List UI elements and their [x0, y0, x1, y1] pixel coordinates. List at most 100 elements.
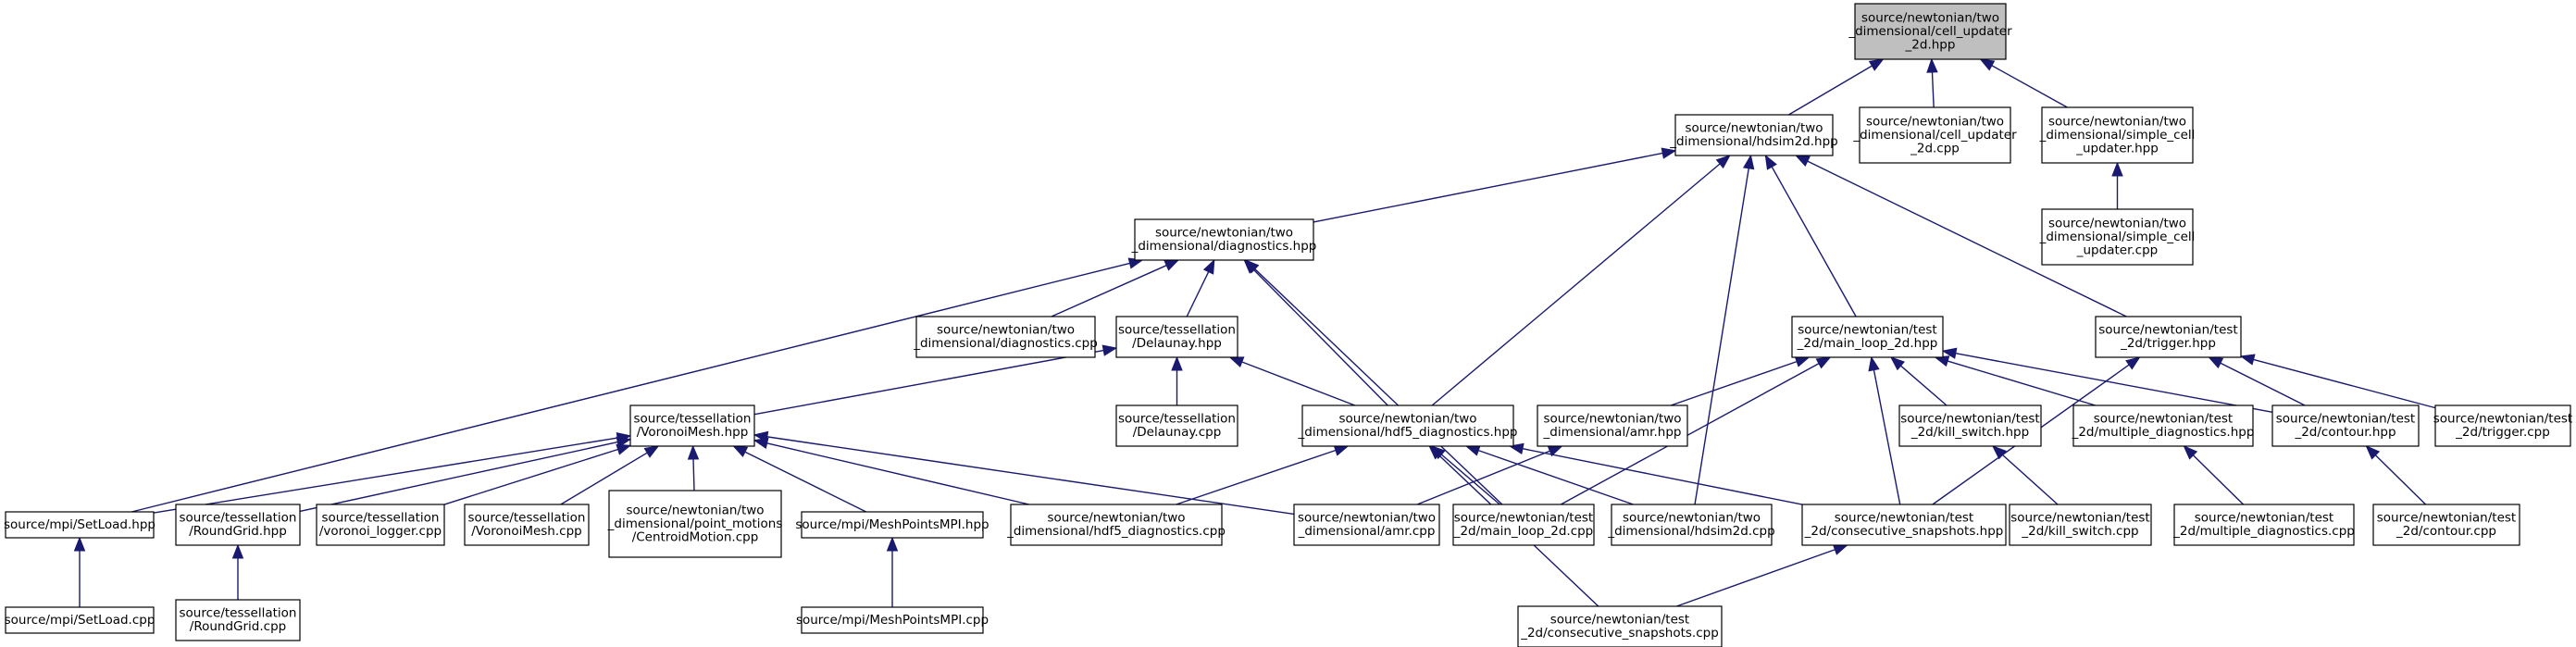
node-killswitch-cpp[interactable]: source/newtonian/test_2d/kill_switch.cpp — [2009, 504, 2152, 546]
node-label-line: source/mpi/SetLoad.cpp — [5, 613, 156, 628]
node-box — [1010, 504, 1223, 546]
nodes-layer: source/newtonian/two _dimensional/cell_up… — [4, 3, 2572, 647]
node-cu2d-cpp[interactable]: source/newtonian/two_dimensional/cell_up… — [1852, 106, 2017, 164]
node-box — [1854, 3, 2007, 60]
node-label-line: source/tessellation — [180, 511, 297, 526]
arrowhead-icon — [616, 443, 632, 455]
arrowhead-icon — [1464, 444, 1481, 456]
node-delaunay-hpp[interactable]: source/tessellation/Delaunay.hpp — [1115, 316, 1238, 358]
edge-cu2d_cpp-to-cu2d_hpp — [1931, 71, 1935, 108]
node-simple-hpp[interactable]: source/newtonian/two_dimensional/simple_… — [2039, 106, 2196, 164]
node-hdsim2d-cpp[interactable]: source/newtonian/two_dimensional/hdsim2d… — [1607, 504, 1775, 546]
node-box — [5, 606, 155, 634]
node-label-line: /Delaunay.hpp — [1132, 336, 1222, 351]
edge-hdf5_cpp-to-voronoi_hpp — [766, 442, 1029, 505]
node-voronoi-cpp[interactable]: source/tessellation/VoronoiMesh.cpp — [464, 504, 590, 546]
node-label-line: _dimensional/simple_cell — [2039, 128, 2196, 143]
edge-multidiag_cpp-to-multidiag_hpp — [2192, 454, 2245, 505]
node-label-line: source/newtonian/test — [2094, 412, 2233, 427]
arrowhead-icon — [1164, 259, 1180, 271]
node-box — [2173, 504, 2355, 546]
node-contour-hpp[interactable]: source/newtonian/test_2d/contour.hpp — [2271, 404, 2420, 447]
node-label-line: /RoundGrid.hpp — [189, 524, 287, 539]
node-setload-cpp[interactable]: source/mpi/SetLoad.cpp — [5, 606, 156, 634]
node-diag-cpp[interactable]: source/newtonian/two_dimensional/diagnos… — [913, 316, 1098, 358]
node-label-line: source/newtonian/test — [1835, 511, 1973, 526]
node-box — [1134, 218, 1314, 261]
node-label-line: source/tessellation — [180, 606, 297, 621]
node-label-line: source/newtonian/two — [1298, 511, 1436, 526]
node-label-line: _2d/consecutive_snapshots.hpp — [1804, 524, 2004, 539]
node-amr-cpp[interactable]: source/newtonian/two_dimensional/amr.cpp — [1293, 504, 1440, 546]
node-label-line: _2d/consecutive_snapshots.cpp — [1520, 626, 1719, 641]
node-amr-hpp[interactable]: source/newtonian/two_dimensional/amr.hpp — [1537, 404, 1688, 447]
node-mainloop-cpp[interactable]: source/newtonian/test_2d/main_loop_2d.cp… — [1452, 504, 1595, 546]
node-trigger-cpp[interactable]: source/newtonian/test_2d/trigger.cpp — [2433, 404, 2572, 447]
node-label-line: source/newtonian/test — [2276, 412, 2415, 427]
node-killswitch-hpp[interactable]: source/newtonian/test_2d/kill_switch.hpp — [1898, 404, 2042, 447]
node-label-line: source/tessellation — [468, 511, 586, 526]
node-box — [608, 490, 782, 558]
node-box — [2041, 208, 2194, 266]
node-meshmpi-hpp[interactable]: source/mpi/MeshPointsMPI.hpp — [795, 511, 989, 539]
node-label-line: _2d/trigger.cpp — [2455, 425, 2550, 440]
edge-hdf5_hpp-to-delaunay_hpp — [1241, 361, 1356, 406]
node-box — [464, 504, 590, 546]
node-contour-cpp[interactable]: source/newtonian/test_2d/contour.cpp — [2372, 504, 2520, 546]
edge-consec_cpp-to-consec_hpp — [1676, 549, 1836, 607]
node-box — [629, 404, 755, 447]
node-label-line: _dimensional/hdsim2d.cpp — [1607, 524, 1774, 539]
node-diag-hpp[interactable]: source/newtonian/two_dimensional/diagnos… — [1131, 218, 1317, 261]
arrowhead-icon — [1815, 356, 1832, 369]
node-cu2d-hpp[interactable]: source/newtonian/two_dimensional/cell_up… — [1848, 3, 2012, 60]
node-label-line: _2d/contour.cpp — [2396, 524, 2496, 539]
node-voronoi-hpp[interactable]: source/tessellation/VoronoiMesh.hpp — [629, 404, 755, 447]
node-centroid-cpp[interactable]: source/newtonian/two_dimensional/point_m… — [607, 490, 783, 558]
node-consec-cpp[interactable]: source/newtonian/test_2d/consecutive_sna… — [1517, 605, 1723, 647]
node-label-line: source/newtonian/test — [1900, 412, 2039, 427]
node-roundgrid-cpp[interactable]: source/tessellation/RoundGrid.cpp — [175, 599, 301, 641]
node-box — [801, 511, 984, 539]
edge-vlogger_cpp-to-voronoi_hpp — [443, 448, 618, 505]
node-box — [2372, 504, 2520, 546]
node-consec-hpp[interactable]: source/newtonian/test_2d/consecutive_sna… — [1801, 504, 2007, 546]
edge-diag_cpp-to-diag_hpp — [1051, 265, 1167, 317]
node-label-line: _updater.hpp — [2075, 141, 2159, 156]
edge-hdsim2d_hpp-to-cu2d_hpp — [1788, 65, 1873, 116]
node-label-line: _dimensional/cell_updater — [1852, 128, 2017, 143]
node-label-line: source/newtonian/two — [1861, 10, 1999, 25]
node-trigger-hpp[interactable]: source/newtonian/test_2d/trigger.hpp — [2095, 316, 2242, 358]
node-label-line: _2d/multiple_diagnostics.cpp — [2172, 524, 2355, 539]
edge-voronoi_hpp-to-delaunay_hpp — [753, 349, 1104, 416]
node-label-line: source/newtonian/two — [937, 323, 1075, 338]
node-meshmpi-cpp[interactable]: source/mpi/MeshPointsMPI.cpp — [796, 606, 989, 634]
node-hdf5-cpp[interactable]: source/newtonian/two_dimensional/hdf5_di… — [1006, 504, 1226, 546]
node-vlogger-cpp[interactable]: source/tessellation/voronoi_logger.cpp — [316, 504, 445, 546]
node-label-line: source/newtonian/two — [1155, 226, 1293, 241]
arrowhead-icon — [1228, 356, 1245, 368]
node-simple-cpp[interactable]: source/newtonian/two_dimensional/simple_… — [2039, 208, 2196, 266]
arrowhead-icon — [1979, 58, 1996, 71]
node-delaunay-cpp[interactable]: source/tessellation/Delaunay.cpp — [1115, 404, 1238, 447]
node-box — [2095, 316, 2242, 358]
node-label-line: _dimensional/amr.hpp — [1543, 425, 1682, 440]
node-multidiag-hpp[interactable]: source/newtonian/test_2d/multiple_diagno… — [2072, 404, 2255, 447]
edge-simple_hpp-to-cu2d_hpp — [1991, 65, 2068, 108]
node-setload-hpp[interactable]: source/mpi/SetLoad.hpp — [4, 511, 156, 539]
node-label-line: /VoronoiMesh.hpp — [637, 425, 749, 440]
node-label-line: /RoundGrid.cpp — [190, 619, 286, 634]
edge-amr_hpp-to-mainloop_hpp — [1670, 360, 1798, 406]
node-hdf5-hpp[interactable]: source/newtonian/two_dimensional/hdf5_di… — [1298, 404, 1518, 447]
node-mainloop-hpp[interactable]: source/newtonian/test_2d/main_loop_2d.hp… — [1791, 316, 1944, 358]
arrowhead-icon — [2183, 445, 2198, 460]
node-box — [1517, 605, 1723, 647]
node-roundgrid-hpp[interactable]: source/tessellation/RoundGrid.hpp — [175, 504, 301, 546]
node-label-line: source/newtonian/two — [626, 503, 764, 517]
node-box — [915, 316, 1096, 358]
node-label-line: source/newtonian/test — [2010, 511, 2149, 526]
node-hdsim2d-hpp[interactable]: source/newtonian/two_dimensional/hdsim2d… — [1669, 114, 1838, 156]
arrowhead-icon — [1202, 258, 1215, 275]
edge-hdf5_cpp-to-hdf5_hpp — [1176, 449, 1337, 505]
node-multidiag-cpp[interactable]: source/newtonian/test_2d/multiple_diagno… — [2172, 504, 2355, 546]
node-box — [1611, 504, 1773, 546]
